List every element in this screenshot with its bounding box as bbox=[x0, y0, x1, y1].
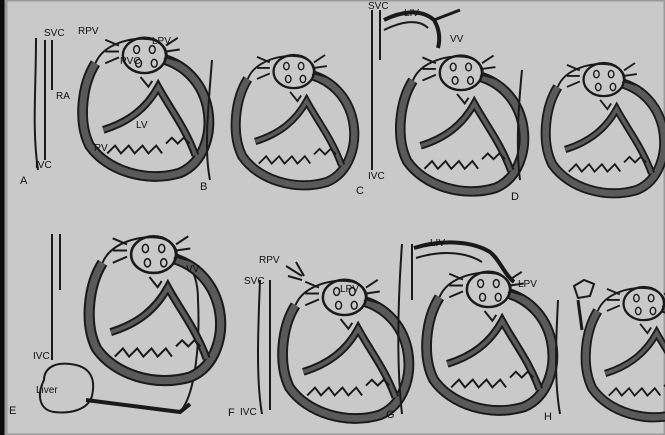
panel-g-letter: G bbox=[386, 410, 395, 420]
panel-g-liv-label: LIV bbox=[430, 239, 445, 249]
panel-a-pvc-label: PVC bbox=[120, 57, 141, 67]
panel-a-rpv-label: RPV bbox=[78, 27, 99, 37]
panel-c-ivc-label: IVC bbox=[368, 172, 385, 182]
panel-h-letter: H bbox=[544, 412, 552, 422]
panel-a-lpv-label: LPV bbox=[152, 37, 171, 47]
panel-a-ra-label: RA bbox=[56, 92, 70, 102]
panel-f-ivc-label: IVC bbox=[240, 408, 257, 418]
panel-c-svc-label: SVC bbox=[368, 2, 389, 12]
panel-a-svc-label: SVC bbox=[44, 29, 65, 39]
panel-f-lpv-label: LPV bbox=[340, 285, 359, 295]
panel-a-lv-label: LV bbox=[136, 121, 148, 131]
panel-e-ivc-label: IVC bbox=[33, 352, 50, 362]
panel-e-letter: E bbox=[9, 406, 16, 416]
panel-f-svc-label: SVC bbox=[244, 277, 265, 287]
panel-e-vv-label: VV bbox=[186, 265, 199, 275]
panel-a-letter: A bbox=[20, 176, 27, 186]
panel-f-rpv-label: RPV bbox=[259, 256, 280, 266]
panel-b-letter: B bbox=[200, 182, 207, 192]
panel-e-liver-label: Liver bbox=[36, 386, 58, 396]
panel-g-lpv-label: LPV bbox=[518, 280, 537, 290]
panel-c-letter: C bbox=[356, 186, 364, 196]
panel-f-letter: F bbox=[228, 408, 235, 418]
panel-c-liv-label: LIV bbox=[404, 9, 419, 19]
panel-d-letter: D bbox=[511, 192, 519, 202]
panel-c-vv-label: VV bbox=[450, 35, 463, 45]
panel-a-ivc-label: IVC bbox=[35, 161, 52, 171]
panel-a-rv-label: RV bbox=[94, 144, 108, 154]
